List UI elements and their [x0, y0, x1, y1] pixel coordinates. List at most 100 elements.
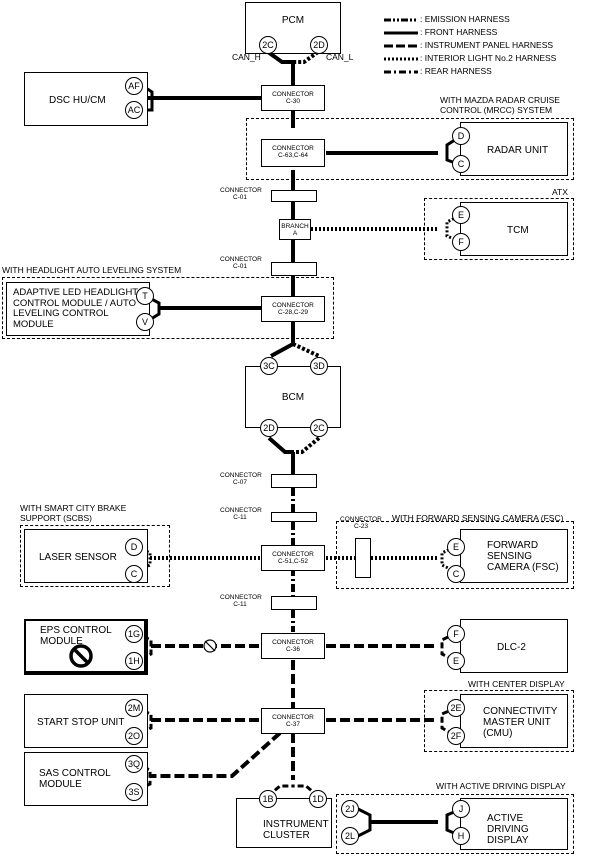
add-line: ACTIVE DRIVING — [487, 813, 529, 835]
dlc2-pin-f: F — [447, 625, 465, 643]
connector-label: CONNECTOR — [220, 507, 262, 514]
fsc-option-frame — [336, 521, 574, 589]
fsc-pin-e: E — [447, 538, 465, 556]
dsc-pin-af: AF — [125, 77, 143, 95]
fsc-box: FORWARD SENSING CAMERA (FSC) — [460, 529, 568, 583]
cmu-pin-2f: 2F — [447, 727, 465, 745]
connector-c07 — [271, 474, 317, 488]
add-pin-2j: 2J — [341, 800, 359, 818]
connector-c23 — [355, 538, 371, 578]
bcm-pin-3c: 3C — [260, 357, 278, 375]
connector-c01-label: CONNECTOR C-01 — [220, 187, 262, 201]
tcm-pin-e: E — [452, 206, 470, 224]
tcm-pin-f: F — [452, 233, 470, 251]
tcm-title: TCM — [507, 225, 529, 236]
connector-id: C-36 — [285, 646, 301, 653]
fsc-note: WITH FORWARD SENSING CAMERA (FSC) — [392, 513, 564, 523]
connector-id: C-01 — [232, 194, 248, 201]
pcm-pin-2d: 2D — [310, 36, 328, 54]
legend-label: : INSTRUMENT PANEL HARNESS — [420, 40, 554, 50]
cmu-pin-2e: 2E — [447, 699, 465, 717]
add-note: WITH ACTIVE DRIVING DISPLAY — [436, 781, 566, 791]
cmu-box: CONNECTIVITY MASTER UNIT (CMU) — [460, 694, 568, 748]
connector-c28-c29: CONNECTOR C-28,C-29 — [261, 296, 325, 322]
headlight-box: ADAPTIVE LED HEADLIGHTS CONTROL MODULE /… — [6, 282, 150, 336]
connector-id: C-51,C-52 — [278, 558, 308, 565]
dlc2-title: DLC-2 — [497, 642, 526, 653]
connector-id: C-11 — [233, 601, 247, 608]
radar-pin-c: C — [452, 155, 470, 173]
connector-label: CONNECTOR — [272, 714, 314, 721]
connector-c01-b — [271, 262, 317, 276]
fsc-line: SENSING — [487, 551, 533, 562]
cmu-line: CONNECTIVITY — [483, 706, 558, 717]
bcm-box: BCM — [245, 366, 341, 428]
legend-label: : REAR HARNESS — [420, 66, 492, 76]
headlight-pin-t: T — [136, 287, 154, 305]
atx-note: ATX — [552, 187, 568, 197]
legend-label: : FRONT HARNESS — [420, 27, 498, 37]
cmu-note: WITH CENTER DISPLAY — [468, 679, 565, 689]
connector-c30: CONNECTOR C-30 — [261, 85, 325, 111]
fsc-title: FORWARD SENSING CAMERA (FSC) — [487, 540, 559, 573]
connector-label: CONNECTOR — [272, 145, 314, 152]
connector-c63-c64: CONNECTOR C-63,C-64 — [261, 139, 325, 167]
sas-line: SAS CONTROL — [39, 768, 111, 779]
connector-id: C-30 — [285, 98, 301, 105]
bcm-pin-2c: 2C — [310, 419, 328, 437]
start-stop-title: START STOP UNIT — [37, 717, 125, 728]
cmu-title: CONNECTIVITY MASTER UNIT (CMU) — [483, 706, 557, 739]
eps-pin-1g: 1G — [125, 625, 143, 643]
connector-c11-label: CONNECTOR C-11 — [220, 507, 262, 521]
cmu-option-frame — [424, 690, 574, 752]
connector-c07-label: CONNECTOR C-07 — [220, 472, 262, 486]
pcm-title: PCM — [281, 15, 305, 26]
connector-id: C-63,C-64 — [278, 152, 308, 159]
connector-c11-label: CONNECTOR C-11 — [220, 594, 262, 608]
fsc-line: CAMERA (FSC) — [487, 562, 559, 573]
eps-pin-1h: 1H — [125, 652, 143, 670]
bcm-pin-3d: 3D — [310, 357, 328, 375]
sas-pin-3q: 3Q — [125, 755, 143, 773]
radar-box: RADAR UNIT — [460, 122, 568, 176]
scbs-option-frame — [20, 525, 170, 587]
dlc2-pin-e: E — [447, 652, 465, 670]
cluster-title: INSTRUMENT CLUSTER — [263, 819, 329, 841]
connector-id: C-28,C-29 — [278, 309, 308, 316]
connector-id: C-07 — [232, 479, 248, 486]
connector-c37: CONNECTOR C-37 — [261, 708, 325, 734]
radar-title: RADAR UNIT — [487, 145, 549, 156]
branch-a: BRANCH A — [279, 219, 311, 240]
legend-label: : INTERIOR LIGHT No.2 HARNESS — [420, 53, 557, 63]
sas-pin-3s: 3S — [125, 783, 143, 801]
scbs-note: WITH SMART CITY BRAKE — [20, 503, 127, 513]
eps-line: EPS CONTROL — [40, 625, 112, 636]
branch-id: A — [292, 230, 298, 237]
eps-title: EPS CONTROL MODULE — [40, 625, 112, 647]
connector-label: CONNECTOR — [220, 594, 262, 601]
radar-note: WITH MAZDA RADAR CRUISE — [440, 95, 560, 105]
cluster-pin-1d: 1D — [309, 790, 327, 808]
pcm-pin-2c: 2C — [259, 36, 277, 54]
legend-label: : EMISSION HARNESS — [420, 14, 510, 24]
connector-label: CONNECTOR — [220, 256, 262, 263]
tcm-option-frame — [424, 198, 574, 260]
add-pin-j: J — [452, 800, 470, 818]
connector-c11-a — [271, 512, 317, 522]
eps-line: MODULE — [40, 636, 83, 647]
headlight-line: CONTROL MODULE / AUTO — [13, 297, 136, 309]
radar-option-frame — [246, 118, 574, 180]
add-box: ACTIVE DRIVING DISPLAY — [460, 798, 568, 850]
add-line: DISPLAY — [487, 835, 529, 846]
radar-pin-d: D — [452, 127, 470, 145]
dsc-pin-ac: AC — [125, 101, 143, 119]
bcm-title: BCM — [281, 392, 305, 403]
connector-label: CONNECTOR — [272, 91, 314, 98]
connector-label: CONNECTOR — [220, 187, 262, 194]
headlight-line: MODULE — [13, 318, 54, 330]
connector-c51-c52: CONNECTOR C-51,C-52 — [261, 545, 325, 571]
cmu-line: MASTER UNIT — [483, 717, 551, 728]
fsc-pin-c: C — [447, 565, 465, 583]
headlight-pin-v: V — [136, 313, 154, 331]
